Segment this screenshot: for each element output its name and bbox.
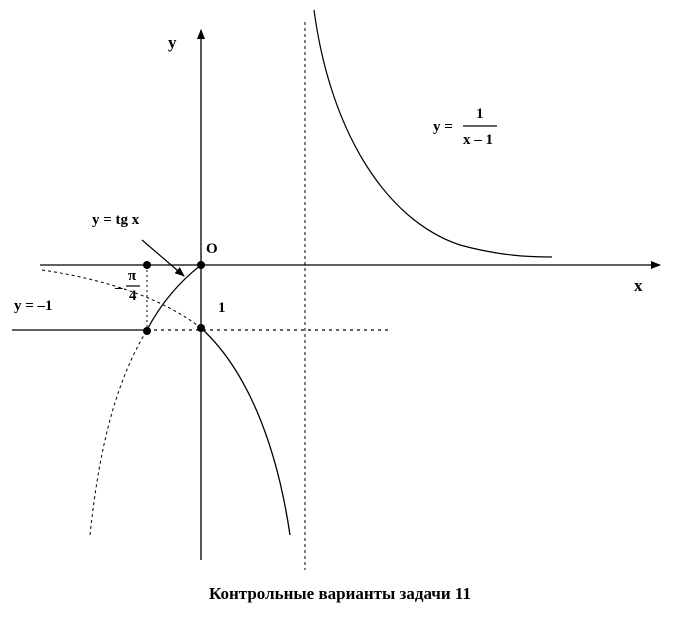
one-label: 1 <box>218 300 226 316</box>
falling-curve-dashed <box>41 269 202 329</box>
point-minus-pi-over-four-minus-one <box>143 327 151 335</box>
pi-label-denominator: 4 <box>129 288 137 304</box>
point-origin <box>197 261 205 269</box>
figure-caption: Контрольные варианты задачи 11 <box>209 584 471 603</box>
origin-label: O <box>206 241 218 257</box>
tangent-label: y = tg x <box>92 212 140 228</box>
tangent-curve-upper <box>146 264 202 331</box>
line-y-minus-one-label: y = –1 <box>14 298 53 314</box>
point-minus-pi-over-four-axis <box>143 261 151 269</box>
hyperbola-branch <box>313 9 553 258</box>
y-axis-label: y <box>168 33 177 52</box>
point-one-minus-one <box>197 324 205 332</box>
hyperbola-label-denominator: x – 1 <box>463 132 493 148</box>
hyperbola-label-numerator: 1 <box>476 106 484 122</box>
hyperbola-label-lhs: y = <box>433 119 453 135</box>
pi-label-numerator: π <box>128 268 137 284</box>
tg-pointer-arrow <box>141 239 185 277</box>
pi-label-minus: – <box>114 280 123 296</box>
tangent-curve-lower <box>89 329 148 536</box>
x-axis-label: x <box>634 276 643 295</box>
falling-curve-solid <box>200 327 291 536</box>
